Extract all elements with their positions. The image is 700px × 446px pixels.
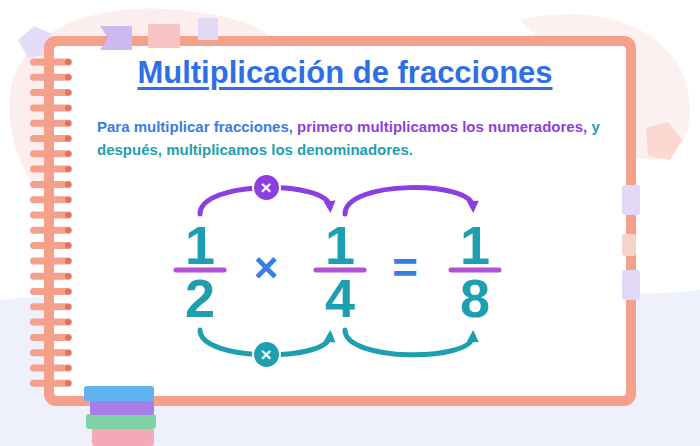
circle-shape	[253, 341, 280, 368]
spiral-hole	[65, 319, 71, 325]
spiral-hole	[65, 136, 71, 142]
spiral-ring	[30, 166, 72, 173]
tape	[198, 18, 218, 40]
denominator-digit: 4	[325, 271, 355, 325]
operation-sign: ×	[260, 345, 271, 364]
tape	[100, 26, 132, 50]
notebook-page	[54, 46, 626, 396]
spiral-hole	[65, 90, 71, 96]
spiral-hole	[65, 273, 71, 279]
book	[84, 386, 154, 401]
spiral-hole	[65, 304, 71, 310]
spiral-ring	[30, 349, 72, 356]
tape	[148, 24, 180, 48]
spiral-hole	[65, 350, 71, 356]
book	[92, 428, 154, 446]
spiral-ring	[30, 196, 72, 203]
spiral-ring	[30, 303, 72, 310]
spiral-ring	[30, 120, 72, 127]
operation-circle: ×	[252, 173, 281, 202]
spiral-hole	[65, 212, 71, 218]
numerator-digit: 1	[185, 218, 215, 272]
spiral-hole	[65, 243, 71, 249]
spiral-ring	[30, 319, 72, 326]
spiral-rings	[30, 59, 72, 387]
spiral-ring	[30, 59, 72, 66]
spiral-hole	[65, 380, 71, 386]
instruction-text: Para multiplicar fracciones,	[97, 118, 293, 135]
book	[90, 400, 154, 415]
spiral-ring	[30, 273, 72, 280]
spiral-hole	[65, 197, 71, 203]
notebook-cover	[44, 36, 636, 406]
operation-sign: ×	[260, 178, 271, 197]
spiral-ring	[30, 74, 72, 81]
title: Multiplicación de fracciones	[40, 55, 650, 91]
spiral-hole	[65, 181, 71, 187]
spiral-hole	[65, 74, 71, 80]
instruction-text: primero multiplicamos los numeradores,	[297, 118, 587, 135]
spiral-hole	[65, 120, 71, 126]
spiral-hole	[65, 166, 71, 172]
spiral-hole	[65, 105, 71, 111]
spiral-hole	[65, 258, 71, 264]
page-tab	[622, 270, 640, 300]
spiral-ring	[30, 212, 72, 219]
spiral-ring	[30, 242, 72, 249]
spiral-ring	[30, 135, 72, 142]
spiral-ring	[30, 365, 72, 372]
operator-sign: =	[392, 246, 418, 290]
book	[86, 414, 156, 429]
numerator-arrow	[345, 188, 473, 214]
operator-sign: ×	[254, 247, 279, 289]
spiral-hole	[65, 334, 71, 340]
spiral-ring	[30, 227, 72, 234]
operation-circle: ×	[252, 340, 281, 369]
page-tab	[622, 234, 636, 256]
denominator-digit: 2	[185, 271, 215, 325]
spiral-hole	[65, 151, 71, 157]
circle-shape	[253, 174, 280, 201]
spiral-ring	[30, 104, 72, 111]
spiral-ring	[30, 288, 72, 295]
spiral-ring	[30, 150, 72, 157]
spiral-ring	[30, 257, 72, 264]
numerator-digit: 1	[460, 218, 490, 272]
numerator-digit: 1	[325, 218, 355, 272]
spiral-ring	[30, 334, 72, 341]
spiral-hole	[65, 289, 71, 295]
page-tab	[622, 185, 640, 215]
spiral-hole	[65, 227, 71, 233]
spiral-ring	[30, 89, 72, 96]
instruction-paragraph: Para multiplicar fracciones,primero mult…	[97, 116, 625, 161]
denominator-digit: 8	[460, 271, 490, 325]
spiral-hole	[65, 365, 71, 371]
decor-pentagon	[646, 122, 682, 160]
denominator-arrow	[345, 330, 473, 355]
spiral-ring	[30, 181, 72, 188]
spiral-hole	[65, 59, 71, 65]
spiral-ring	[30, 380, 72, 387]
